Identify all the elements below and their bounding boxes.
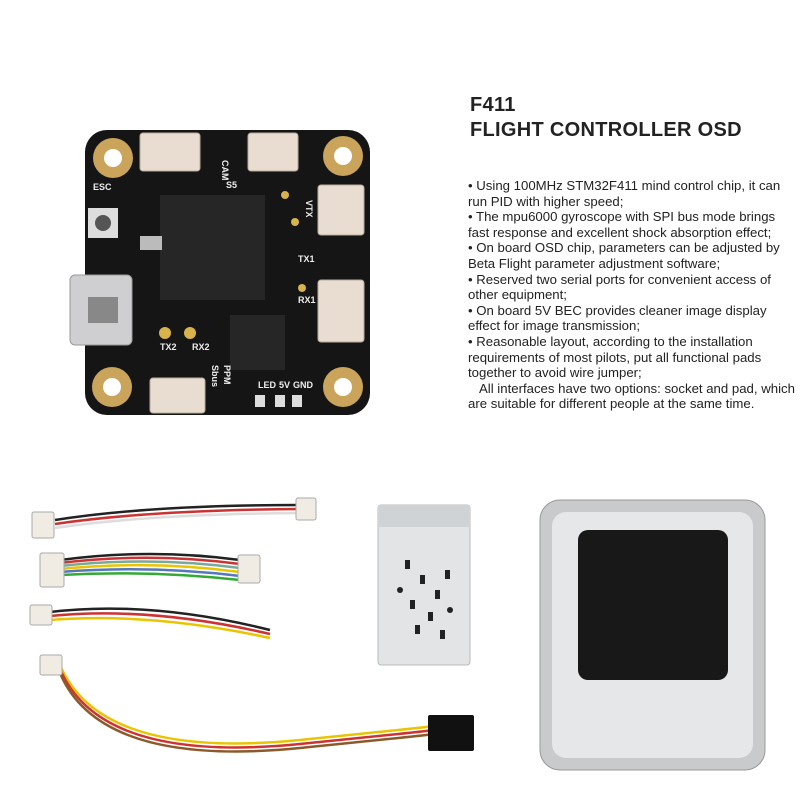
- label-vtx: VTX: [304, 200, 314, 218]
- feature-item: All interfaces have two options: socket …: [468, 380, 795, 412]
- label-5v: 5V: [279, 380, 290, 390]
- servo-connector: [428, 715, 474, 751]
- label-ppm: PPM: [222, 365, 232, 385]
- title-name: FLIGHT CONTROLLER OSD: [470, 119, 742, 141]
- label-s5: S5: [226, 180, 237, 190]
- label-rx2: RX2: [192, 342, 210, 352]
- feature-item: • On board OSD chip, parameters can be a…: [468, 240, 780, 271]
- feature-list: • Using 100MHz STM32F411 mind control ch…: [468, 178, 798, 412]
- label-tx2: TX2: [160, 342, 177, 352]
- label-esc: ESC: [93, 182, 112, 192]
- label-tx1: TX1: [298, 254, 315, 264]
- feature-item: • Reasonable layout, according to the in…: [468, 333, 762, 381]
- feature-item: • Reserved two serial ports for convenie…: [468, 271, 771, 303]
- label-gnd: GND: [293, 380, 314, 390]
- product-title: F411 FLIGHT CONTROLLER OSD: [470, 93, 742, 143]
- feature-item: • Using 100MHz STM32F411 mind control ch…: [468, 178, 781, 209]
- cable-connectors: [29, 497, 317, 676]
- flight-controller-board: ESC CAM S5 VTX TX1 RX1 TX2 RX2 Sbus PPM …: [69, 130, 370, 415]
- label-sbus: Sbus: [210, 365, 220, 387]
- feature-item: • On board 5V BEC provides cleaner image…: [468, 302, 767, 334]
- label-led: LED: [258, 380, 277, 390]
- tin-box: [539, 499, 766, 771]
- label-rx1: RX1: [298, 295, 316, 305]
- title-model: F411: [470, 94, 516, 116]
- screw-bag: [377, 504, 471, 666]
- label-cam: CAM: [220, 160, 230, 181]
- feature-item: • The mpu6000 gyroscope with SPI bus mod…: [468, 209, 776, 240]
